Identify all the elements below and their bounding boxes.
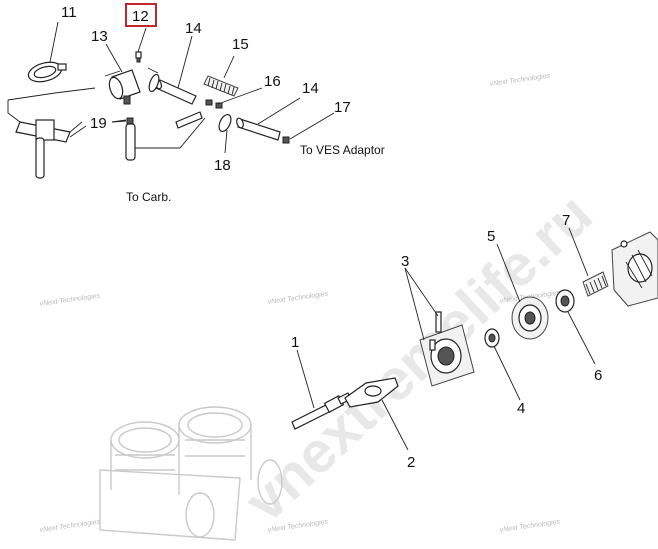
highlight-box-12 (125, 3, 157, 27)
ves-actuator (15, 119, 87, 179)
part-19-nipple (111, 117, 134, 125)
tag-watermark: vNext Technologies (39, 293, 101, 308)
callout-labels: 11 12 13 14 15 16 14 17 19 18 To Carb. T… (61, 3, 602, 471)
ves-hose-assembly (7, 21, 335, 179)
callout-18: 18 (214, 157, 231, 174)
callout-3: 3 (401, 253, 409, 270)
note-to-ves-adaptor: To VES Adaptor (300, 143, 385, 157)
part-2-gasket (344, 377, 399, 408)
site-watermark: vnextremelife.ru (233, 181, 605, 534)
callout-17: 17 (334, 99, 351, 116)
callout-19: 19 (90, 115, 107, 132)
note-to-carb: To Carb. (126, 190, 171, 204)
part-13-solenoid (108, 69, 141, 105)
part-15-spring (203, 75, 239, 97)
callout-1: 1 (291, 334, 299, 351)
callout-13: 13 (91, 28, 108, 45)
tag-watermark: vNext Technologies (39, 519, 101, 534)
callout-5: 5 (487, 228, 495, 245)
part-16-connector (205, 99, 223, 109)
part-3-housing (419, 311, 475, 387)
tag-watermark: vNext Technologies (267, 291, 329, 306)
tag-watermark: vNext Technologies (489, 73, 551, 88)
callout-7: 7 (562, 212, 570, 229)
part-4-seal (484, 328, 500, 348)
tag-watermark: vNext Technologies (499, 519, 561, 534)
pump-cover (611, 231, 658, 307)
callout-4: 4 (517, 400, 525, 417)
part-14-tube-ves (236, 117, 281, 141)
part-6-nut (555, 289, 575, 313)
part-17-nipple (282, 136, 290, 144)
callout-14: 14 (185, 20, 202, 37)
callout-6: 6 (594, 367, 602, 384)
cylinder-block (99, 406, 283, 541)
part-18-clamp (218, 113, 232, 154)
hose-to-carb (125, 123, 136, 161)
part-11-clamp (27, 61, 67, 83)
water-pump-assembly (291, 227, 658, 451)
callout-12: 12 (132, 8, 149, 25)
part-14-tube (153, 78, 203, 129)
part-12-fitting (135, 51, 142, 63)
callout-11: 11 (61, 4, 77, 21)
callout-14: 14 (302, 80, 319, 97)
part-7-spring (582, 271, 609, 297)
clip-pin (147, 67, 160, 93)
callout-15: 15 (232, 36, 249, 53)
callout-2: 2 (407, 454, 415, 471)
callout-16: 16 (264, 73, 281, 90)
part-5-impeller (511, 296, 549, 340)
